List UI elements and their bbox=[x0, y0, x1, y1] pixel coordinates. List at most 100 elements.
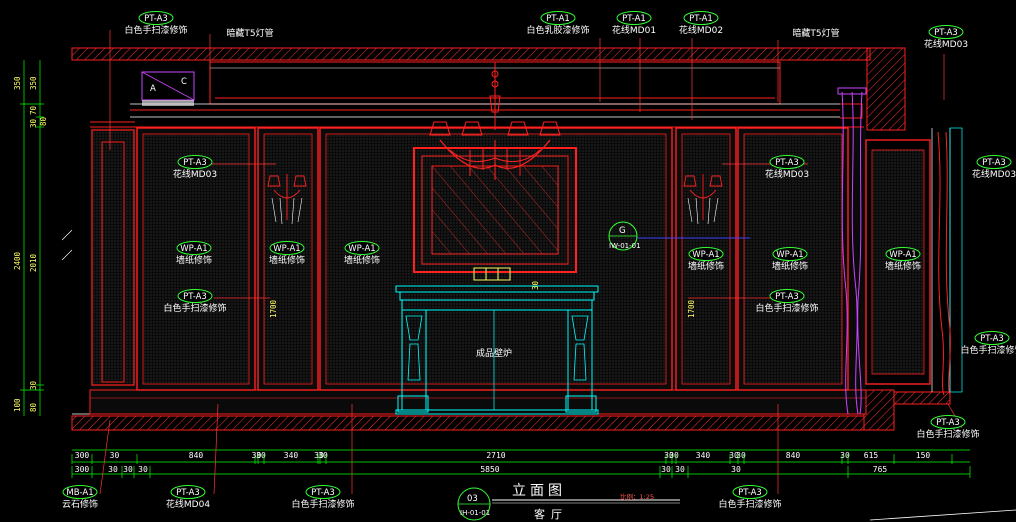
dim-label: 30 bbox=[840, 451, 850, 460]
tag-code: PT-A3 bbox=[183, 158, 207, 168]
tag-bubble bbox=[540, 11, 576, 25]
tag-bubble bbox=[976, 155, 1012, 169]
tag-bubble bbox=[269, 241, 305, 255]
dim-label: 615 bbox=[864, 451, 879, 460]
tag-bubble bbox=[772, 247, 808, 261]
dim-label: 340 bbox=[284, 451, 299, 460]
tag-code: WP-A1 bbox=[889, 250, 916, 260]
right-wall-upper bbox=[866, 47, 906, 131]
tag-code: PT-A3 bbox=[775, 158, 799, 168]
panel-right bbox=[865, 139, 931, 385]
title-ref: IH-01-01 bbox=[460, 509, 490, 517]
dim-label: 30 bbox=[669, 451, 679, 460]
vdim-fire: 30 bbox=[531, 280, 540, 290]
vdim-inner-6: 30 bbox=[29, 380, 38, 390]
tag-bubble bbox=[177, 289, 213, 303]
dim-label: 765 bbox=[873, 465, 888, 474]
tag-bubble bbox=[683, 11, 719, 25]
right-curtain bbox=[937, 131, 951, 396]
tag-description: 暗藏T5灯管 bbox=[792, 27, 839, 39]
dim-label: 840 bbox=[189, 451, 204, 460]
ceiling-slab bbox=[71, 47, 871, 61]
title-main: 立面图 bbox=[512, 483, 566, 499]
vdim-outer-2: 2400 bbox=[13, 251, 22, 270]
tag-bubble bbox=[344, 241, 380, 255]
tag-description: 花线MD01 bbox=[612, 24, 656, 36]
vdim-inner-5: 2010 bbox=[29, 253, 38, 272]
tag-description: 墙纸修饰 bbox=[885, 260, 921, 272]
dim-label: 2710 bbox=[486, 451, 505, 460]
tag-code: PT-A1 bbox=[546, 14, 570, 24]
tag-description: 花线MD03 bbox=[173, 168, 217, 180]
tag-code: WP-A1 bbox=[692, 250, 719, 260]
tag-description: 白色手扫漆修饰 bbox=[960, 344, 1016, 356]
section-marker-letter: G bbox=[619, 226, 626, 236]
tag-bubble bbox=[616, 11, 652, 25]
tag-description: 白色手扫漆修饰 bbox=[124, 24, 187, 36]
tag-description: 墙纸修饰 bbox=[344, 254, 380, 266]
tag-description: 白色手扫漆修饰 bbox=[291, 498, 354, 510]
floor-slab bbox=[71, 415, 865, 431]
dim-label: 30 bbox=[318, 451, 328, 460]
dim-label: 30 bbox=[314, 451, 324, 460]
left-pilaster bbox=[91, 129, 135, 386]
tag-description: 白色乳胶漆修饰 bbox=[526, 24, 589, 36]
vdim-panel-left: 1700 bbox=[269, 299, 278, 318]
tag-description: 云石修饰 bbox=[62, 498, 98, 510]
tag-bubble bbox=[138, 11, 174, 25]
dim-label: 30 bbox=[736, 451, 746, 460]
ac-unit: A C bbox=[141, 71, 195, 106]
vdim-inner-4: 80 bbox=[39, 116, 48, 126]
tag-code: PT-A3 bbox=[176, 488, 200, 498]
dim-label: 30 bbox=[729, 451, 739, 460]
vdim-panel-right: 1700 bbox=[687, 299, 696, 318]
dim-label: 300 bbox=[75, 451, 90, 460]
title-block: 03 IH-01-01 立面图 客厅 比例：1:25 bbox=[457, 483, 1016, 521]
dim-label: 30 bbox=[675, 465, 685, 474]
title-sub: 客厅 bbox=[534, 507, 568, 521]
vertical-dim-labels: 350 2400 100 350 70 30 80 2010 30 80 170… bbox=[13, 76, 696, 412]
tag-code: PT-A3 bbox=[144, 14, 168, 24]
symbol-a: A bbox=[150, 84, 156, 94]
tag-t5-left: 暗藏T5灯管 bbox=[226, 27, 273, 39]
tag-bubble bbox=[177, 155, 213, 169]
tag-code: WP-A1 bbox=[180, 244, 207, 254]
tag-description: 花线MD03 bbox=[765, 168, 809, 180]
dim-label: 300 bbox=[75, 465, 90, 474]
vdim-inner-7: 80 bbox=[29, 402, 38, 412]
tag-code: PT-A3 bbox=[311, 488, 335, 498]
tag-code: PT-A3 bbox=[775, 292, 799, 302]
tag-description: 白色手扫漆修饰 bbox=[718, 498, 781, 510]
tag-code: PT-A3 bbox=[934, 28, 958, 38]
tag-bubble bbox=[62, 485, 98, 499]
dim-label: 30 bbox=[731, 465, 741, 474]
tag-bubble bbox=[885, 247, 921, 261]
tag-bubble bbox=[769, 289, 805, 303]
dim-label: 30 bbox=[664, 451, 674, 460]
tag-description: 花线MD03 bbox=[972, 168, 1016, 180]
vdim-outer-1: 350 bbox=[13, 76, 22, 90]
vertical-dimensions bbox=[20, 60, 73, 416]
tag-bubble bbox=[176, 241, 212, 255]
structure bbox=[71, 47, 951, 431]
vdim-outer-3: 100 bbox=[13, 398, 22, 412]
vdim-inner-2: 70 bbox=[29, 105, 38, 115]
